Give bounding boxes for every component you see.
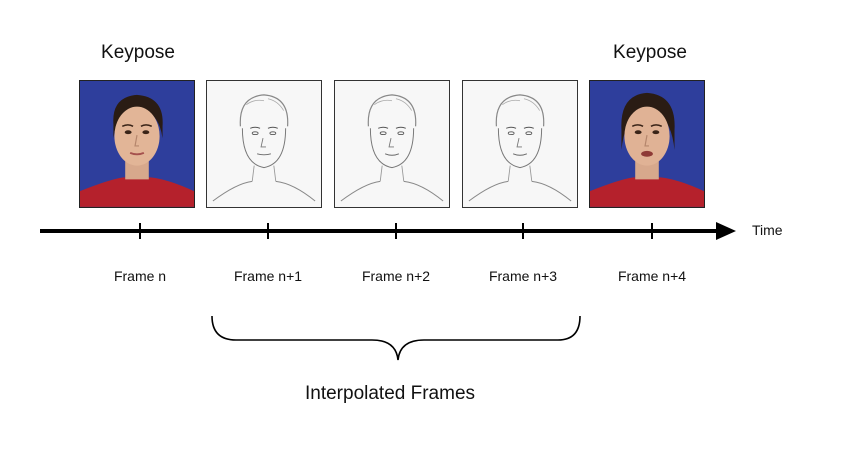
frame-label-n3: Frame n+3 — [488, 268, 558, 284]
frame-label-n: Frame n — [113, 268, 167, 284]
face-sketch-image — [212, 94, 316, 202]
keypose-label-right: Keypose — [613, 42, 687, 63]
face-photo-image — [590, 81, 704, 207]
face-photo-image — [80, 81, 194, 207]
interpolated-frames-label: Interpolated Frames — [304, 383, 476, 404]
time-axis-arrowhead — [716, 222, 736, 240]
frame-label-n2: Frame n+2 — [361, 268, 431, 284]
face-sketch-image — [468, 94, 572, 202]
frame-label-n4: Frame n+4 — [617, 268, 687, 284]
interpolated-frames-brace — [211, 315, 581, 361]
interpolated-sketch-frame-n3 — [462, 80, 578, 208]
keypose-label-left: Keypose — [101, 42, 175, 63]
keypose-photo-frame-n4 — [589, 80, 705, 208]
interpolated-sketch-frame-n2 — [334, 80, 450, 208]
face-sketch-image — [340, 94, 444, 202]
time-axis-label: Time — [752, 222, 783, 238]
frame-label-n1: Frame n+1 — [233, 268, 303, 284]
keypose-photo-frame-n — [79, 80, 195, 208]
interpolated-sketch-frame-n1 — [206, 80, 322, 208]
